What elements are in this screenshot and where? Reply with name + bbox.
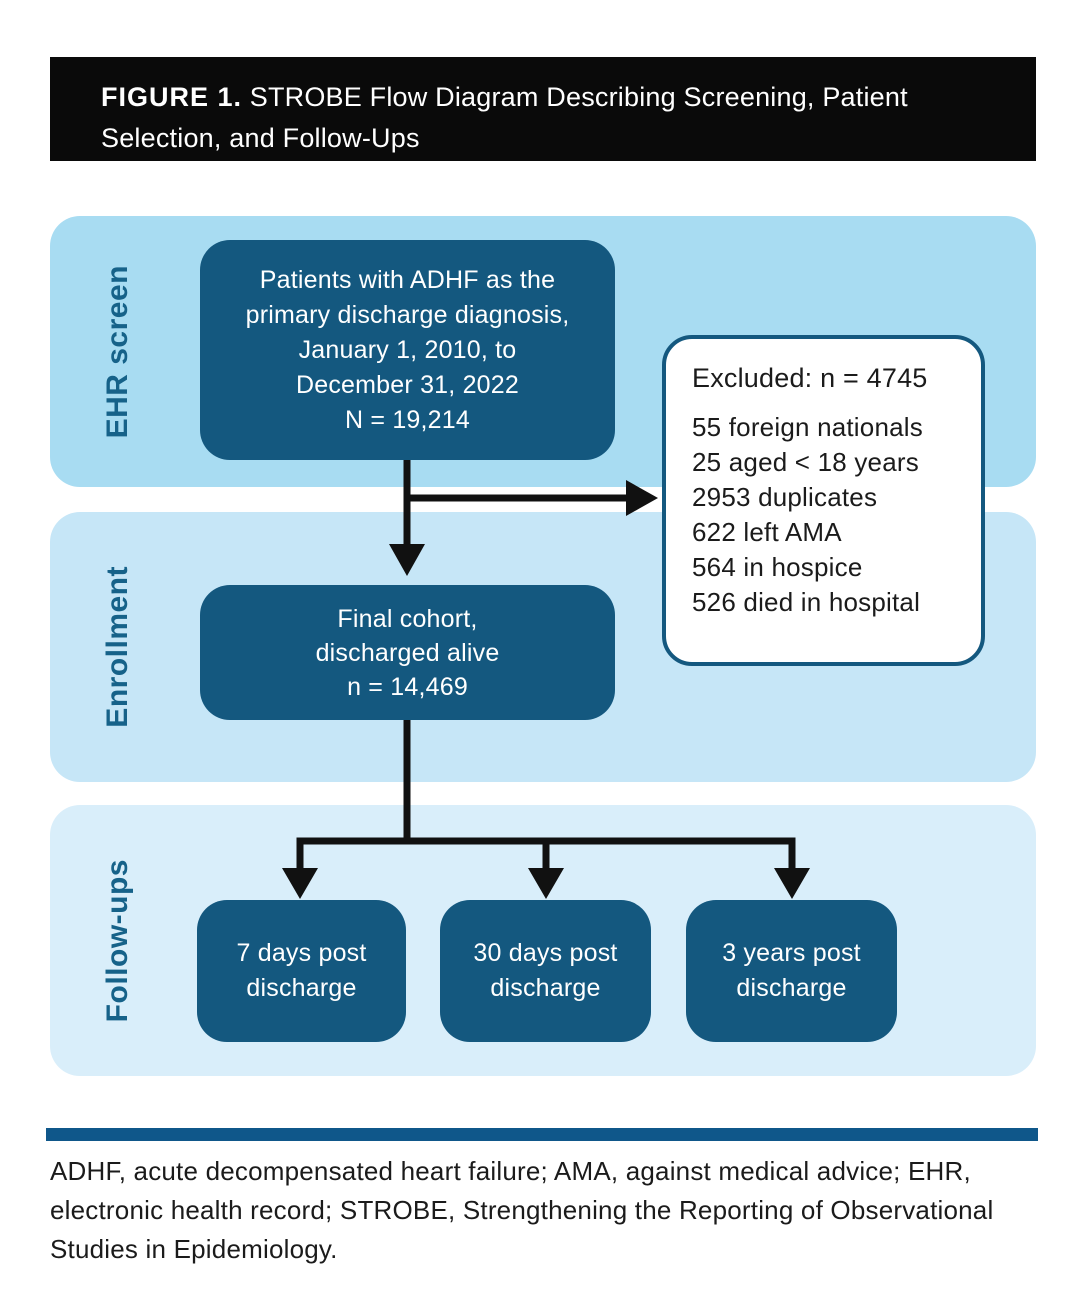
excluded-item: 25 aged < 18 years [692,447,919,477]
followup-box-30-days: 30 days post discharge [440,900,651,1042]
excluded-item: 622 left AMA [692,517,842,547]
band-label-enrollment: Enrollment [72,512,164,782]
footnote-text: ADHF, acute decompensated heart failure;… [50,1156,994,1264]
followup-box-7-days: 7 days post discharge [197,900,406,1042]
excluded-item: 55 foreign nationals [692,412,923,442]
figure-number-label: FIGURE 1. [101,82,243,112]
excluded-box: Excluded: n = 4745 55 foreign nationals … [662,335,985,666]
figure-title-bar: FIGURE 1. STROBE Flow Diagram Describing… [50,57,1036,161]
band-label-follow-ups: Follow-ups [72,805,164,1076]
band-label-text-ehr-screen: EHR screen [101,264,134,439]
excluded-item: 526 died in hospital [692,587,921,617]
excluded-item: 2953 duplicates [692,482,878,512]
excluded-heading: Excluded: n = 4745 [692,363,928,393]
figure-title-text: STROBE Flow Diagram Describing Screening… [101,82,908,153]
followup-box-3-years: 3 years post discharge [686,900,897,1042]
band-label-ehr-screen: EHR screen [72,216,164,487]
final-cohort-box: Final cohort, discharged alive n = 14,46… [200,585,615,720]
divider-rule [46,1128,1038,1141]
band-label-text-follow-ups: Follow-ups [101,858,134,1023]
band-label-text-enrollment: Enrollment [101,566,134,728]
excluded-item: 564 in hospice [692,552,863,582]
screening-box: Patients with ADHF as the primary discha… [200,240,615,460]
